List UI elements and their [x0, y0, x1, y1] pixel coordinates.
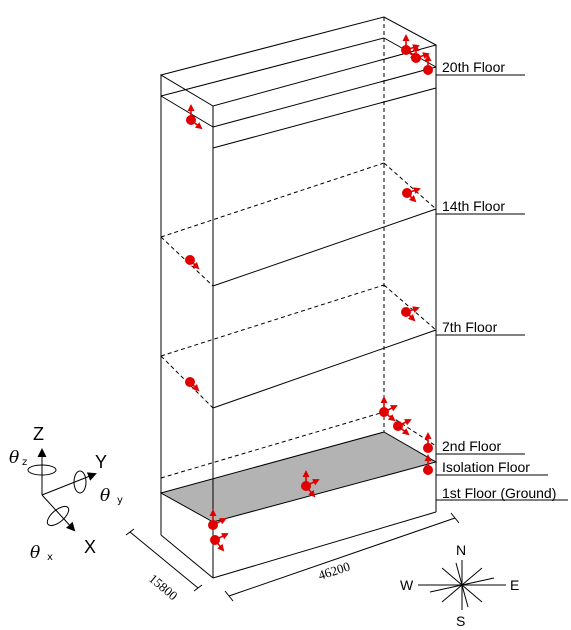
axis-label-y: Y [95, 452, 107, 472]
x-axis-arrow [41, 494, 76, 532]
compass-north: N [456, 542, 466, 558]
compass-south: S [456, 613, 465, 629]
sensor-dot [423, 443, 433, 453]
sensor-marker [423, 454, 433, 475]
sensor-marker [185, 377, 200, 392]
sensor-dot [393, 421, 403, 431]
sensor-dot [401, 307, 411, 317]
sensor-marker [208, 509, 227, 530]
compass-east: E [510, 577, 519, 593]
label-14th-floor: 14th Floor [442, 198, 505, 214]
floor7-front-edge [212, 329, 437, 409]
label-7th-floor: 7th Floor [442, 319, 498, 335]
floor7-back-edge [160, 284, 385, 357]
floor14-front-edge [212, 208, 437, 287]
dim-width-tick-b [193, 584, 203, 592]
axis-label-x: X [84, 537, 96, 557]
sensor-dot [379, 407, 389, 417]
sensor-dot [402, 188, 412, 198]
sensor-marker [186, 104, 203, 130]
sensor-dot [185, 255, 195, 265]
sensor-marker [393, 419, 412, 436]
sensor-dot [423, 65, 433, 75]
rotation-y-ellipse [73, 470, 87, 494]
sensor-marker [301, 470, 320, 498]
theta-x-symbol: θ [30, 543, 40, 563]
label-20th-floor: 20th Floor [442, 59, 505, 75]
floor14-right-edge [383, 162, 437, 210]
sensor-marker [402, 187, 421, 203]
compass-west: W [400, 577, 414, 593]
label-2nd-floor: 2nd Floor [442, 438, 501, 454]
coordinate-axes: Z Y X θ z θ y θ x [9, 424, 123, 563]
dim-width-line [129, 531, 199, 589]
label-isolation-floor: Isolation Floor [442, 459, 530, 475]
floor20-front-edge [212, 66, 437, 128]
roof-top-face [159, 16, 438, 107]
dim-width-text: 15800 [146, 571, 181, 603]
rotation-z-ellipse [27, 464, 57, 476]
label-1st-floor: 1st Floor (Ground) [442, 485, 556, 501]
dim-length-line [228, 517, 456, 597]
sensor-markers [185, 34, 433, 552]
rotation-x-ellipse [46, 505, 70, 527]
y-axis-arrow [41, 472, 97, 496]
floor20-lower-edge [212, 87, 437, 149]
sensor-marker [401, 306, 420, 322]
sensor-dot [411, 53, 421, 63]
floor14-back-edge [160, 162, 385, 238]
sensor-marker [423, 432, 433, 453]
floor20-back-edge [160, 37, 385, 97]
dim-length-tick-b [450, 512, 460, 524]
isolation-floor-slab [159, 431, 438, 523]
dim-length-tick-a [224, 590, 234, 602]
floor20-left-edge [160, 95, 214, 128]
theta-z-subscript: z [22, 457, 27, 468]
sensor-marker [210, 533, 229, 552]
compass-diag-d [455, 562, 469, 608]
compass-rose: N S E W [400, 542, 519, 629]
sensor-dot [423, 465, 433, 475]
theta-y-symbol: θ [100, 486, 110, 506]
floor7-right-edge [383, 284, 437, 331]
sensor-dot [186, 115, 196, 125]
sensor-marker [185, 255, 200, 270]
dim-width-tick-a [125, 528, 135, 536]
axis-label-z: Z [33, 424, 44, 444]
sensor-dot [401, 45, 411, 55]
sensor-dot [185, 377, 195, 387]
floor2-back-edge [160, 411, 385, 479]
sensor-marker [423, 54, 433, 75]
bottom-front-edge [212, 511, 437, 579]
sensor-dot [301, 481, 311, 491]
dim-length-text: 46200 [316, 559, 352, 583]
sensor-dot [210, 535, 220, 545]
bottom-left-edge [160, 534, 214, 579]
theta-y-subscript: y [117, 495, 123, 506]
sensor-marker [411, 44, 430, 63]
theta-z-symbol: θ [9, 448, 19, 468]
sensor-dot [208, 520, 218, 530]
theta-x-subscript: x [47, 552, 53, 563]
sensor-marker [379, 396, 398, 422]
